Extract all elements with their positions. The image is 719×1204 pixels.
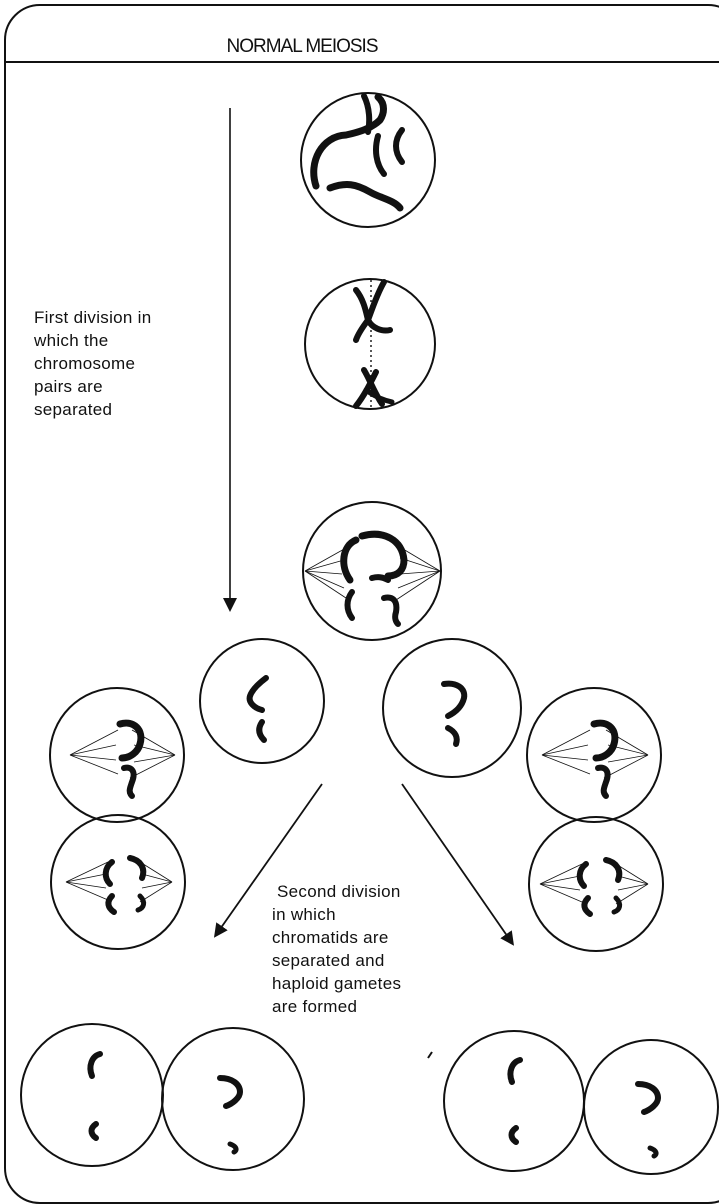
- first-division-label-line: chromosome: [34, 354, 136, 373]
- first-division-label-line: separated: [34, 400, 113, 419]
- cell-anaphase-two-right: [528, 816, 664, 952]
- first-division-label-line: which the: [34, 331, 109, 350]
- cell-metaphase-two-left: [49, 687, 185, 823]
- second-division-label-line: haploid gametes: [272, 974, 402, 993]
- diagram-title: NORMAL MEIOSIS: [226, 36, 378, 57]
- cell-metaphase-two-right: [526, 687, 662, 823]
- cell-daughter-left: [199, 638, 325, 764]
- second-division-label: Second division in which chromatids are …: [272, 880, 452, 1018]
- header-divider: [4, 61, 719, 63]
- second-division-label-line: chromatids are: [272, 928, 389, 947]
- first-division-label-line: First division in: [34, 308, 152, 327]
- cell-metaphase-one: [304, 278, 436, 410]
- second-division-label-line: in which: [272, 905, 336, 924]
- gamete-cell-3: [443, 1030, 585, 1172]
- first-division-label-line: pairs are: [34, 377, 103, 396]
- cell-anaphase-two-left: [50, 814, 186, 950]
- gamete-cell-2: [161, 1027, 305, 1171]
- second-division-label-line: are formed: [272, 997, 358, 1016]
- gamete-cell-4: [583, 1039, 719, 1175]
- second-division-label-line: separated and: [272, 951, 385, 970]
- cell-anaphase-one: [302, 501, 442, 641]
- second-division-arrow-right: [401, 783, 514, 946]
- second-division-label-line: Second division: [272, 882, 401, 901]
- cell-prophase: [300, 92, 436, 228]
- cell-daughter-right: [382, 638, 522, 778]
- gamete-cell-1: [20, 1023, 164, 1167]
- stray-mark: [427, 1051, 433, 1059]
- first-division-label: First division in which the chromosome p…: [34, 306, 234, 421]
- second-division-arrow-left: [213, 783, 323, 938]
